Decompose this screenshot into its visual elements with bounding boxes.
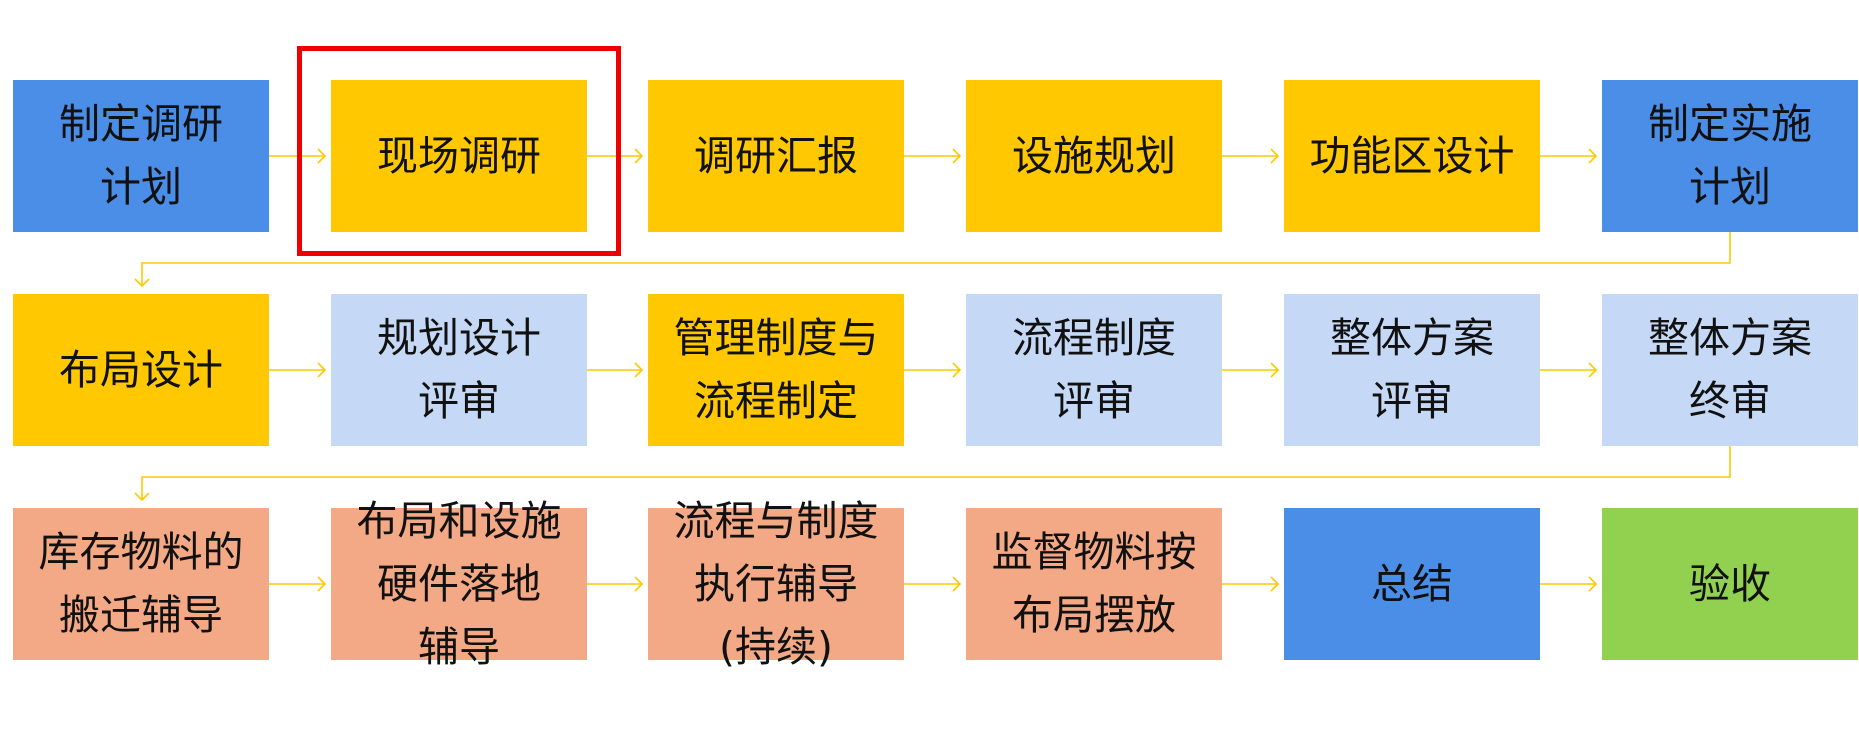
arrow-head-r1-c5 — [1588, 148, 1598, 164]
step-s17: 总结 — [1284, 508, 1540, 660]
step-s8: 规划设计 评审 — [331, 294, 587, 446]
step-s7-label: 布局设计 — [59, 345, 223, 394]
step-s14-label: 布局和设施 硬件落地 辅导 — [356, 496, 562, 671]
step-s16: 监督物料按 布局摆放 — [966, 508, 1222, 660]
step-s18: 验收 — [1602, 508, 1858, 660]
step-s9: 管理制度与 流程制定 — [648, 294, 904, 446]
arrow-head-r3-c3 — [952, 576, 962, 592]
step-s2-label: 现场调研 — [377, 131, 541, 180]
step-s7: 布局设计 — [13, 294, 269, 446]
step-s6: 制定实施 计划 — [1602, 80, 1858, 232]
step-s11-label: 整体方案 评审 — [1330, 314, 1494, 425]
step-s11: 整体方案 评审 — [1284, 294, 1540, 446]
step-s14: 布局和设施 硬件落地 辅导 — [331, 497, 587, 671]
step-s2: 现场调研 — [331, 80, 587, 232]
step-s5-label: 功能区设计 — [1309, 131, 1515, 180]
step-s18-label: 验收 — [1689, 559, 1771, 608]
step-s12: 整体方案 终审 — [1602, 294, 1858, 446]
step-s3-label: 调研汇报 — [694, 131, 858, 180]
step-s15: 流程与制度 执行辅导 (持续) — [648, 497, 904, 671]
step-s13: 库存物料的 搬迁辅导 — [13, 508, 269, 660]
arrow-head-r2-c2 — [634, 362, 644, 378]
arrow-head-r2-c5 — [1588, 362, 1598, 378]
arrow-head-r2-c1 — [317, 362, 327, 378]
arrow-head-r3-c5 — [1588, 576, 1598, 592]
step-s16-label: 监督物料按 布局摆放 — [991, 528, 1197, 639]
arrow-head-r1-c3 — [952, 148, 962, 164]
step-s6-label: 制定实施 计划 — [1648, 100, 1812, 211]
step-s4: 设施规划 — [966, 80, 1222, 232]
wrap-connector-head-2 — [134, 492, 150, 502]
wrap-connector-1 — [141, 232, 1731, 286]
step-s3: 调研汇报 — [648, 80, 904, 232]
step-s12-label: 整体方案 终审 — [1648, 314, 1812, 425]
step-s10: 流程制度 评审 — [966, 294, 1222, 446]
arrow-head-r2-c3 — [952, 362, 962, 378]
arrow-head-r1-c2 — [634, 148, 644, 164]
step-s1: 制定调研 计划 — [13, 80, 269, 232]
step-s9-label: 管理制度与 流程制定 — [673, 314, 879, 425]
arrow-head-r2-c4 — [1270, 362, 1280, 378]
step-s13-label: 库存物料的 搬迁辅导 — [38, 528, 244, 639]
wrap-connector-head-1 — [134, 278, 150, 288]
highlight-frame — [297, 46, 621, 256]
step-s4-label: 设施规划 — [1012, 131, 1176, 180]
step-s1-label: 制定调研 计划 — [59, 100, 223, 211]
step-s8-label: 规划设计 评审 — [377, 314, 541, 425]
arrow-head-r3-c4 — [1270, 576, 1280, 592]
step-s17-label: 总结 — [1371, 559, 1453, 608]
arrow-head-r3-c1 — [317, 576, 327, 592]
step-s10-label: 流程制度 评审 — [1012, 314, 1176, 425]
step-s15-label: 流程与制度 执行辅导 (持续) — [673, 496, 879, 671]
arrow-head-r1-c1 — [317, 148, 327, 164]
arrow-head-r3-c2 — [634, 576, 644, 592]
wrap-connector-2 — [141, 446, 1731, 500]
arrow-head-r1-c4 — [1270, 148, 1280, 164]
step-s5: 功能区设计 — [1284, 80, 1540, 232]
